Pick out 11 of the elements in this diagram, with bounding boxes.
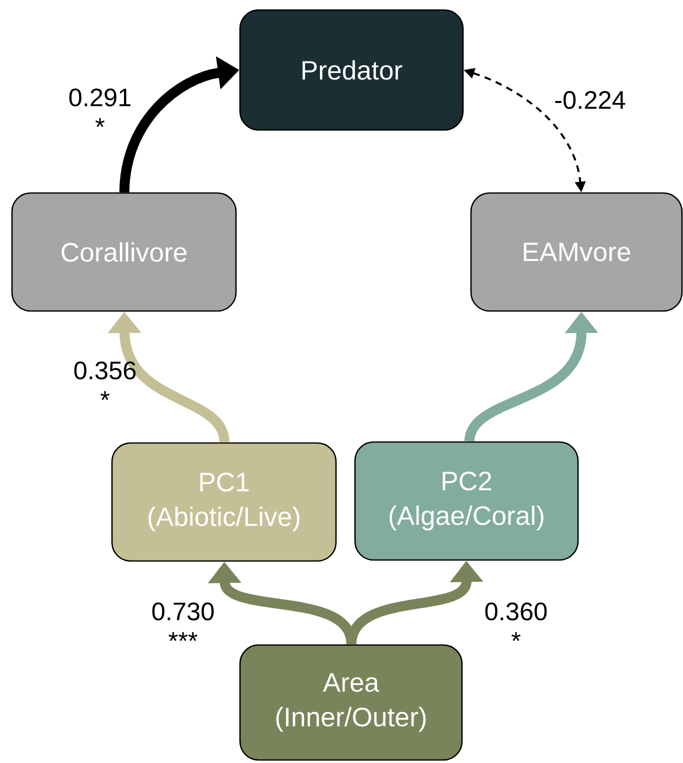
edge-label: 0.356 * [74,362,136,400]
edge-label: 0.730 *** [152,602,214,641]
box: Predator [239,9,464,131]
box: PC1 (Abiotic/Live) [111,442,337,562]
box: Area (Inner/Outer) [239,644,463,761]
box: PC2 (Algae/Coral) [354,441,579,561]
edge-label: 0.291 * [69,88,130,127]
box: EAMvore [470,192,683,312]
edge-label: -0.224 [555,91,626,109]
box: Corallivore [11,192,237,312]
edge-label: 0.360 * [485,602,547,641]
